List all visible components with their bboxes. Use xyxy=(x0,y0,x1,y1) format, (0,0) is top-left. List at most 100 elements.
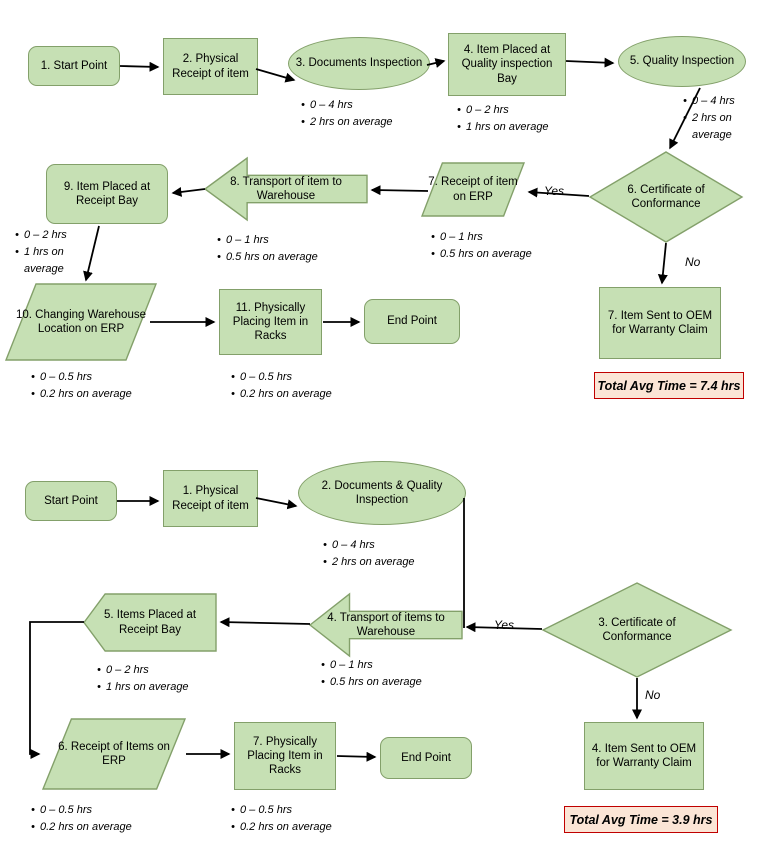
stat-text: 0 – 4 hrs xyxy=(692,95,735,107)
stat-text: 0.2 hrs on average xyxy=(240,821,332,834)
stat-text: 0 – 2 hrs xyxy=(466,104,509,116)
stats-transport: 0 – 1 hrs 0.5 hrs on average xyxy=(212,232,362,266)
stats-transport: 0 – 1 hrs 0.5 hrs on average xyxy=(316,657,466,691)
node-oem-warranty-claim: 7. Item Sent to OEM for Warranty Claim xyxy=(599,287,721,359)
stats-change-location: 0 – 0.5 hrs 0.2 hrs on average xyxy=(26,369,176,403)
stat-text: 0 – 0.5 hrs xyxy=(40,371,92,383)
node-erp-receipt: 7. Receipt of item on ERP xyxy=(422,163,524,216)
stat-line: 2 hrs on average xyxy=(296,114,426,131)
node-quality-inspection-bay: 4. Item Placed at Quality inspection Bay xyxy=(448,33,566,96)
stat-line: 0 – 4 hrs xyxy=(678,93,750,110)
node-transport-warehouse: 8. Transport of item to Warehouse xyxy=(205,158,367,220)
node-start-point: Start Point xyxy=(25,481,117,521)
node-documents-quality-inspection: 2. Documents & Quality Inspection xyxy=(298,461,466,525)
stat-line: 1 hrs on average xyxy=(452,119,582,136)
total-avg-time-callout: Total Avg Time = 7.4 hrs xyxy=(594,372,744,399)
bullet xyxy=(26,819,40,836)
stat-text: 0 – 2 hrs xyxy=(24,229,67,241)
stat-text: 0 – 1 hrs xyxy=(440,231,483,243)
node-label: 11. Physically Placing Item in Racks xyxy=(232,301,309,342)
node-label: 8. Transport of item to Warehouse xyxy=(230,175,342,202)
stat-text: 0 – 1 hrs xyxy=(330,659,373,671)
diamond-shape xyxy=(543,583,731,677)
node-label: 3. Certificate of Conformance xyxy=(598,616,676,643)
stat-line: 2 hrs on average xyxy=(318,554,458,571)
node-label: 4. Transport of items to Warehouse xyxy=(327,611,445,638)
bullet xyxy=(318,554,332,571)
node-label: End Point xyxy=(401,751,451,764)
stats-erp-receipt: 0 – 1 hrs 0.5 hrs on average xyxy=(426,229,566,263)
stat-line: 1 hrs on average xyxy=(92,679,232,696)
node-label: 9. Item Placed at Receipt Bay xyxy=(63,180,151,207)
stat-line: 0 – 0.5 hrs xyxy=(226,369,376,386)
stat-text: 1 hrs on average xyxy=(466,121,549,134)
stat-line: 0.2 hrs on average xyxy=(226,819,376,836)
stats-documents-quality-inspection: 0 – 4 hrs 2 hrs on average xyxy=(318,537,458,571)
parallelogram-shape xyxy=(6,284,156,360)
decision-certificate-of-conformance: 3. Certificate of Conformance xyxy=(543,583,731,677)
diamond-shape xyxy=(590,152,742,242)
node-physical-receipt: 2. Physical Receipt of item xyxy=(163,38,258,95)
stats-quality-bay: 0 – 2 hrs 1 hrs on average xyxy=(452,102,582,136)
stat-line: 0 – 2 hrs xyxy=(452,102,582,119)
node-label: 6. Certificate of Conformance xyxy=(627,183,705,210)
stat-text: 0 – 2 hrs xyxy=(106,664,149,676)
stats-placing-racks: 0 – 0.5 hrs 0.2 hrs on average xyxy=(226,802,376,836)
stat-text: 0 – 4 hrs xyxy=(310,99,353,111)
stat-line: 2 hrs on average xyxy=(678,110,750,144)
node-label: 2. Documents & Quality Inspection xyxy=(321,479,443,506)
stat-text: 0 – 0.5 hrs xyxy=(240,804,292,816)
stat-text: 0 – 0.5 hrs xyxy=(40,804,92,816)
node-end-point: End Point xyxy=(380,737,472,779)
parallelogram-shape xyxy=(422,163,524,216)
stat-text: 0.5 hrs on average xyxy=(440,248,532,261)
stat-line: 0 – 1 hrs xyxy=(212,232,362,249)
node-placing-racks: 11. Physically Placing Item in Racks xyxy=(219,289,322,355)
node-change-warehouse-location: 10. Changing Warehouse Location on ERP xyxy=(6,284,156,360)
branch-label-no: No xyxy=(645,688,661,702)
node-transport-warehouse: 4. Transport of items to Warehouse xyxy=(310,594,462,656)
bullet xyxy=(318,537,332,554)
stat-line: 0.5 hrs on average xyxy=(316,674,466,691)
node-label: 5. Items Placed at Receipt Bay xyxy=(103,609,197,636)
stat-line: 0 – 1 hrs xyxy=(316,657,466,674)
stat-text: 0.2 hrs on average xyxy=(40,821,132,834)
stat-text: 0.2 hrs on average xyxy=(40,388,132,401)
pentagon-left-shape xyxy=(84,594,216,651)
stat-text: 1 hrs on average xyxy=(106,681,189,694)
node-label: 10. Changing Warehouse Location on ERP xyxy=(16,308,146,335)
stat-text: 2 hrs on average xyxy=(692,112,732,142)
node-label: 4. Item Sent to OEM for Warranty Claim xyxy=(591,742,697,769)
stat-text: 0.2 hrs on average xyxy=(240,388,332,401)
node-label: 1. Start Point xyxy=(40,59,108,72)
node-oem-warranty-claim: 4. Item Sent to OEM for Warranty Claim xyxy=(584,722,704,790)
node-receipt-bay: 9. Item Placed at Receipt Bay xyxy=(46,164,168,224)
stat-text: 0 – 4 hrs xyxy=(332,539,375,551)
branch-label-no: No xyxy=(685,255,701,269)
stat-text: 1 hrs on average xyxy=(24,246,64,276)
stat-line: 0 – 2 hrs xyxy=(10,227,90,244)
stats-quality-inspection: 0 – 4 hrs 2 hrs on average xyxy=(678,93,750,144)
stats-erp-receipt: 0 – 0.5 hrs 0.2 hrs on average xyxy=(26,802,176,836)
stats-receipt-bay: 0 – 2 hrs 1 hrs on average xyxy=(92,662,232,696)
stat-text: 0 – 1 hrs xyxy=(226,234,269,246)
stat-line: 0 – 4 hrs xyxy=(296,97,426,114)
node-placing-racks: 7. Physically Placing Item in Racks xyxy=(234,722,336,790)
node-label: 7. Item Sent to OEM for Warranty Claim xyxy=(607,309,713,336)
bullet xyxy=(226,819,240,836)
block-arrow-left-shape xyxy=(205,158,367,220)
stats-receipt-bay: 0 – 2 hrs 1 hrs on average xyxy=(10,227,90,278)
bullet xyxy=(226,802,240,819)
node-erp-receipt: 6. Receipt of Items on ERP xyxy=(43,719,185,789)
node-label: 6. Receipt of Items on ERP xyxy=(58,740,170,767)
node-label: 7. Physically Placing Item in Racks xyxy=(247,735,323,776)
stat-line: 0 – 1 hrs xyxy=(426,229,566,246)
stat-line: 0.5 hrs on average xyxy=(426,246,566,263)
decision-certificate-of-conformance: 6. Certificate of Conformance xyxy=(590,152,742,242)
node-end-point: End Point xyxy=(364,299,460,344)
stat-line: 0 – 0.5 hrs xyxy=(26,369,176,386)
bullet xyxy=(316,657,330,674)
